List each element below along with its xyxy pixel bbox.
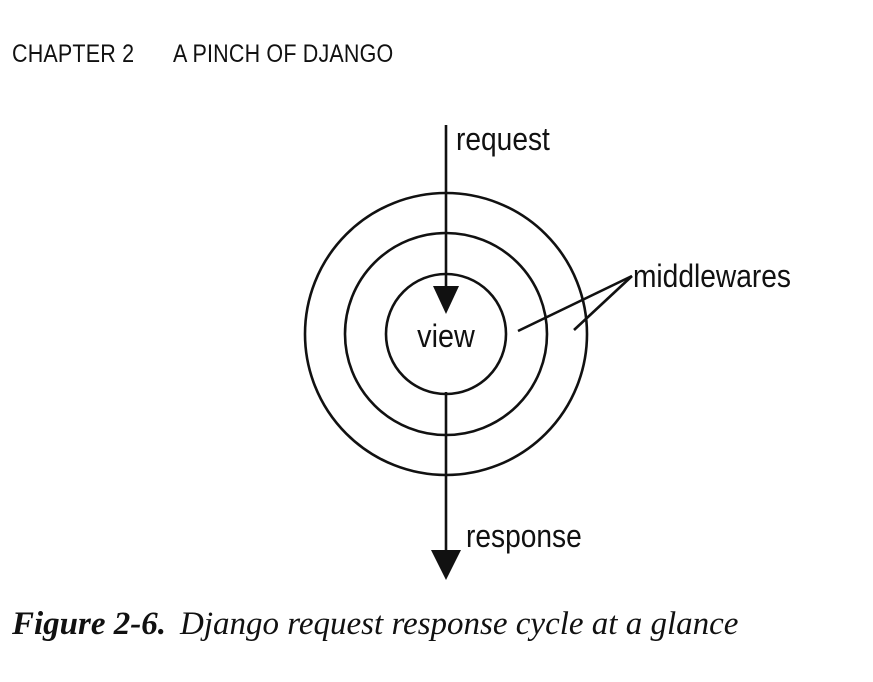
response-label: response — [466, 519, 582, 554]
chapter-number: CHAPTER 2 — [12, 40, 135, 68]
running-head: CHAPTER 2 A PINCH OF DJANGO — [12, 40, 393, 69]
middlewares-label: middlewares — [633, 259, 791, 294]
request-label: request — [456, 122, 550, 157]
response-arrowhead — [431, 550, 461, 580]
chapter-title: A PINCH OF DJANGO — [173, 40, 394, 68]
figure-number: Figure 2-6. — [12, 606, 167, 642]
figure-caption: Figure 2-6. Django request response cycle… — [12, 606, 738, 643]
request-arrowhead — [433, 286, 459, 314]
figure-text: Django request response cycle at a glanc… — [180, 606, 739, 642]
view-label: view — [417, 319, 476, 355]
middleware-pointer-inner — [517, 274, 633, 333]
middleware-pointer-outer — [573, 275, 633, 331]
